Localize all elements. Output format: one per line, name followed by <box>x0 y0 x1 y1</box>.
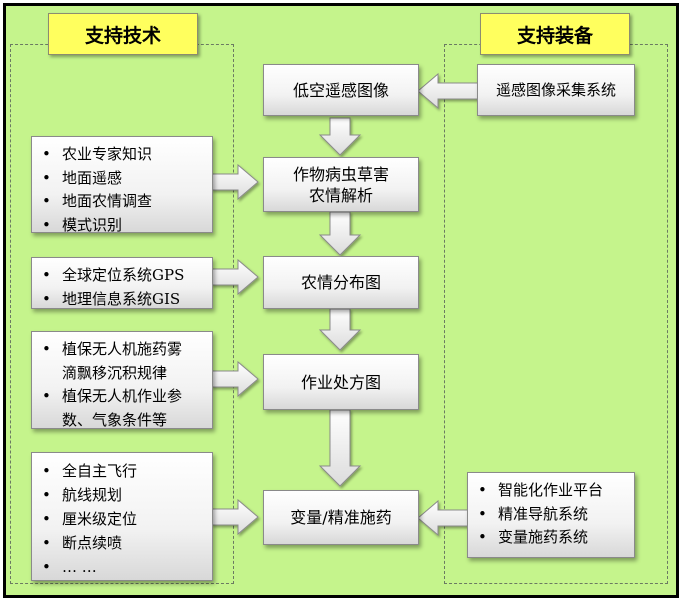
flow-step-variable-spraying-label: 变量/精准施药 <box>290 508 392 527</box>
list-item: 植保无人机作业参 数、气象条件等 <box>40 385 206 432</box>
equip-image-acquisition-label: 遥感图像采集系统 <box>495 80 616 99</box>
equip-group-platform: 智能化作业平台 精准导航系统 变量施药系统 <box>467 472 635 558</box>
arrow-right-2 <box>211 258 259 296</box>
arrow-down-3 <box>318 308 362 351</box>
list-item: 全球定位系统GPS <box>40 264 206 288</box>
list-item: 全自主飞行 <box>40 459 206 483</box>
list-item: 变量施药系统 <box>476 526 628 550</box>
list-item-line: 数、气象条件等 <box>62 410 168 429</box>
flow-step-distribution-map: 农情分布图 <box>263 256 419 309</box>
flow-step-remote-image-label: 低空遥感图像 <box>292 80 389 100</box>
tech-group-drone-params: 植保无人机施药雾 滴飘移沉积规律 植保无人机作业参 数、气象条件等 <box>31 331 213 429</box>
arrow-left-1 <box>417 72 479 110</box>
list-item: 断点续喷 <box>40 531 206 555</box>
list-item: 航线规划 <box>40 483 206 507</box>
list-item: 农业专家知识 <box>40 143 206 167</box>
arrow-down-2 <box>318 211 362 256</box>
flow-step-prescription-map-label: 作业处方图 <box>300 372 381 392</box>
flow-step-crop-analysis-line2: 农情解析 <box>308 185 373 205</box>
equip-header: 支持装备 <box>480 13 630 55</box>
list-item: 模式识别 <box>40 214 206 238</box>
flow-step-crop-analysis: 作物病虫草害 农情解析 <box>263 157 419 212</box>
arrow-right-4 <box>211 498 259 536</box>
arrow-right-3 <box>211 360 259 398</box>
arrow-down-4 <box>318 409 362 487</box>
tech-header: 支持技术 <box>48 13 198 55</box>
arrow-right-1 <box>211 163 259 201</box>
list-item: … … <box>40 555 206 579</box>
flow-step-distribution-map-label: 农情分布图 <box>300 273 381 292</box>
tech-group-positioning: 全球定位系统GPS 地理信息系统GIS <box>31 257 213 312</box>
flow-step-crop-analysis-line1: 作物病虫草害 <box>292 164 389 184</box>
list-item: 植保无人机施药雾 滴飘移沉积规律 <box>40 338 206 385</box>
list-item-line: 植保无人机作业参 <box>62 387 183 405</box>
flow-step-prescription-map: 作业处方图 <box>263 354 419 410</box>
list-item-line: 植保无人机施药雾 <box>62 340 183 358</box>
list-item: 地面遥感 <box>40 167 206 191</box>
list-item: 精准导航系统 <box>476 503 628 527</box>
arrow-left-2 <box>417 499 469 537</box>
list-item-line: 滴飘移沉积规律 <box>62 363 168 382</box>
list-item: 地面农情调查 <box>40 190 206 214</box>
list-item: 地理信息系统GIS <box>40 288 206 312</box>
tech-group-flight: 全自主飞行 航线规划 厘米级定位 断点续喷 … … <box>31 452 213 581</box>
equip-image-acquisition: 遥感图像采集系统 <box>477 64 635 116</box>
arrow-down-1 <box>318 117 362 156</box>
flow-step-remote-image: 低空遥感图像 <box>263 64 419 116</box>
list-item: 厘米级定位 <box>40 507 206 531</box>
flow-step-variable-spraying: 变量/精准施药 <box>263 490 419 545</box>
tech-group-analysis: 农业专家知识 地面遥感 地面农情调查 模式识别 <box>31 136 213 237</box>
list-item: 智能化作业平台 <box>476 479 628 503</box>
